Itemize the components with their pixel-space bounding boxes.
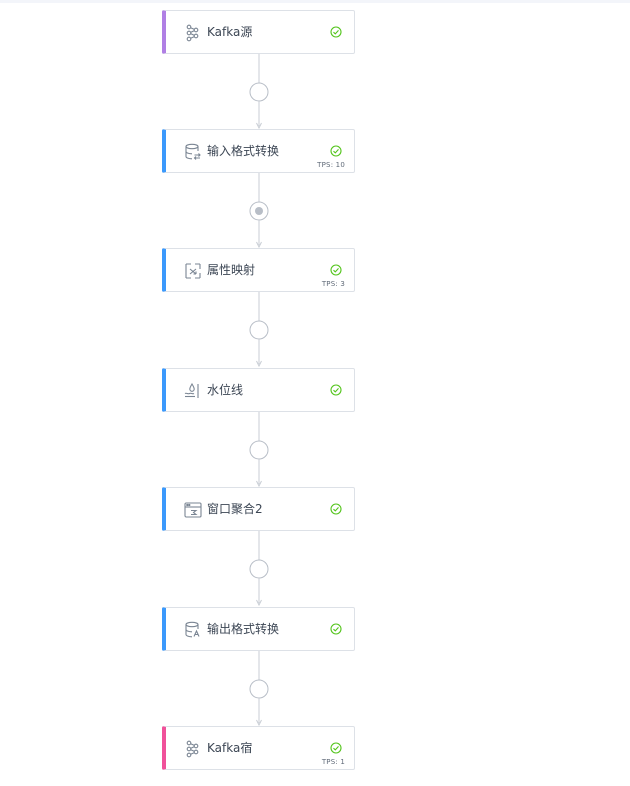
tps-value: TPS: 1: [321, 758, 345, 766]
flow-node-window-aggregate[interactable]: 窗口聚合2: [162, 487, 355, 531]
node-label: Kafka源: [207, 25, 253, 39]
mapping-icon: [183, 261, 203, 281]
node-label: 水位线: [207, 383, 244, 397]
node-label: 输出格式转换: [207, 622, 280, 636]
connector-port[interactable]: [249, 320, 269, 340]
database-convert-icon: [183, 142, 203, 162]
tps-value: TPS: 3: [321, 280, 345, 288]
success-check-icon: [330, 145, 342, 157]
success-check-icon: [330, 384, 342, 396]
flow-connector: [249, 292, 269, 367]
connector-port[interactable]: [249, 440, 269, 460]
flow-connector: [249, 54, 269, 129]
tps-value: TPS: 10: [317, 161, 345, 169]
flow-node-kafka-sink[interactable]: Kafka宿 TPS: 1: [162, 726, 355, 770]
success-check-icon: [330, 264, 342, 276]
connector-port-dot: [255, 207, 263, 215]
flow-connector: [249, 173, 269, 248]
success-check-icon: [330, 26, 342, 38]
node-label: 输入格式转换: [207, 144, 280, 158]
connector-port[interactable]: [249, 559, 269, 579]
success-check-icon: [330, 623, 342, 635]
flow-node-watermark[interactable]: 水位线: [162, 368, 355, 412]
success-check-icon: [330, 503, 342, 515]
flow-connector: [249, 531, 269, 606]
flow-node-kafka-source[interactable]: Kafka源: [162, 10, 355, 54]
node-label: 属性映射: [207, 263, 256, 277]
top-border: [0, 0, 630, 3]
connector-port[interactable]: [249, 679, 269, 699]
database-output-icon: [183, 620, 203, 640]
flow-node-attribute-mapping[interactable]: 属性映射 TPS: 3: [162, 248, 355, 292]
flow-node-output-format-convert[interactable]: 输出格式转换: [162, 607, 355, 651]
watermark-icon: [183, 381, 203, 401]
connector-port[interactable]: [249, 82, 269, 102]
window-aggregate-icon: [183, 500, 203, 520]
flow-connector: [249, 651, 269, 726]
node-label: Kafka宿: [207, 741, 253, 755]
flow-connector: [249, 412, 269, 487]
flow-node-input-format-convert[interactable]: 输入格式转换 TPS: 10: [162, 129, 355, 173]
branch-icon: [183, 739, 203, 759]
node-label: 窗口聚合2: [207, 502, 263, 516]
success-check-icon: [330, 742, 342, 754]
branch-icon: [183, 23, 203, 43]
